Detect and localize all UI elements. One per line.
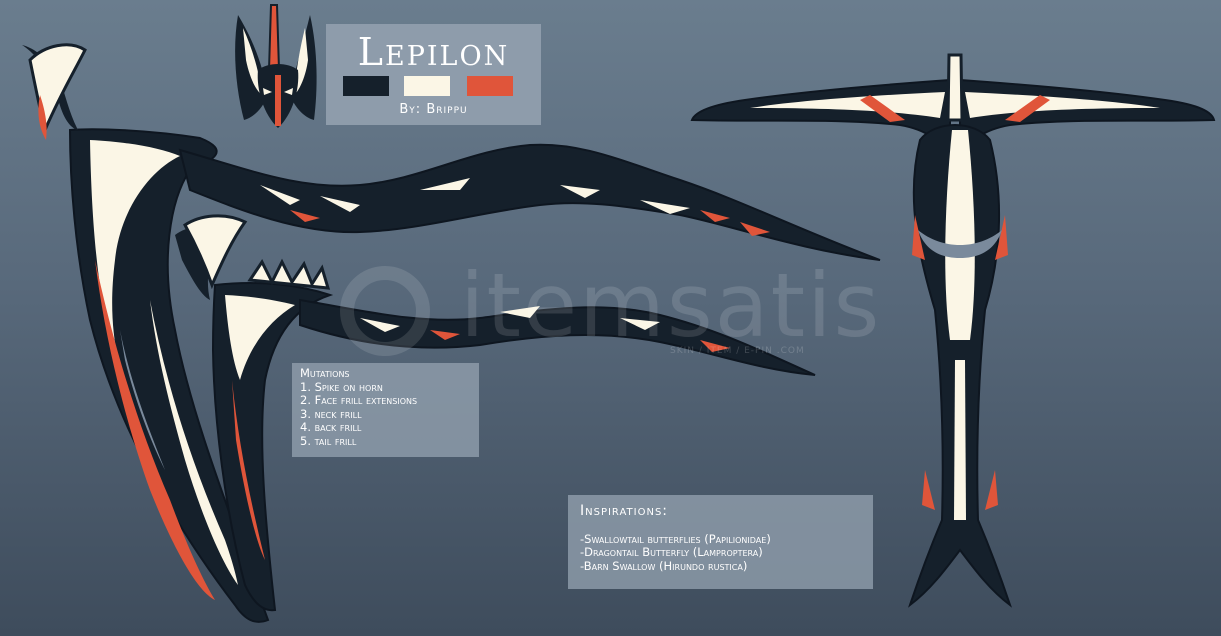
small-back-frill: [247, 258, 331, 290]
inspiration-item: -Swallowtail butterflies (Papilionidae): [580, 531, 771, 546]
mutation-item: 1. Spike on horn: [300, 379, 383, 394]
large-wing-inner-cream: [150, 300, 238, 585]
top-body-grey: [918, 230, 1002, 258]
small-body-cream-marks: [360, 306, 660, 332]
mutation-item: 2. Face frill extensions: [300, 393, 418, 408]
large-wing-cream-stripe: [90, 140, 180, 360]
portrait-left-frill-cream: [243, 28, 262, 95]
color-swatch-orange: [467, 76, 513, 96]
top-view: [690, 53, 1216, 608]
top-neck: [946, 53, 964, 122]
page-title: Lepilon: [357, 30, 510, 74]
large-head: [22, 45, 78, 130]
title-card: Lepilon By: Brippu: [326, 24, 541, 125]
top-right-wing-orange: [1005, 95, 1050, 122]
top-right-wing-cream: [965, 92, 1160, 118]
mutations-box: Mutations 1. Spike on horn 2. Face frill…: [292, 363, 479, 457]
top-body-cream: [945, 130, 975, 340]
inspiration-item: -Dragontail Butterfly (Lamproptera): [580, 545, 763, 560]
small-body-ribbon: [299, 298, 816, 376]
top-left-wing-orange: [860, 95, 905, 122]
small-head-frill: [183, 214, 248, 290]
large-body-ribbon: [178, 143, 881, 261]
head-portrait: [235, 4, 317, 128]
inspirations-heading: Inspirations:: [580, 503, 669, 519]
top-right-wing: [959, 78, 1216, 161]
top-left-wing-cream: [750, 92, 945, 118]
large-head-frill: [28, 43, 87, 135]
color-swatch-cream: [404, 76, 450, 96]
mutation-item: 5. tail frill: [300, 433, 357, 448]
large-head-frill-orange: [38, 95, 47, 140]
side-view-large: [22, 43, 881, 623]
top-left-wing: [690, 78, 951, 161]
inspirations-box: Inspirations: -Swallowtail butterflies (…: [568, 495, 873, 589]
author-byline: By: Brippu: [399, 102, 468, 117]
mutations-heading: Mutations: [300, 366, 350, 380]
top-tail-cream: [954, 360, 966, 520]
mutation-item: 3. neck frill: [300, 406, 362, 421]
color-swatch-navy: [343, 76, 389, 96]
small-wing-cream: [225, 295, 295, 380]
portrait-face-stripe: [275, 75, 281, 126]
mutation-item: 4. back frill: [300, 420, 362, 435]
portrait-eyes: [263, 88, 293, 95]
portrait-horn: [267, 4, 281, 71]
inspiration-item: -Barn Swallow (Hirundo rustica): [580, 558, 748, 573]
side-view-small: [175, 214, 816, 612]
